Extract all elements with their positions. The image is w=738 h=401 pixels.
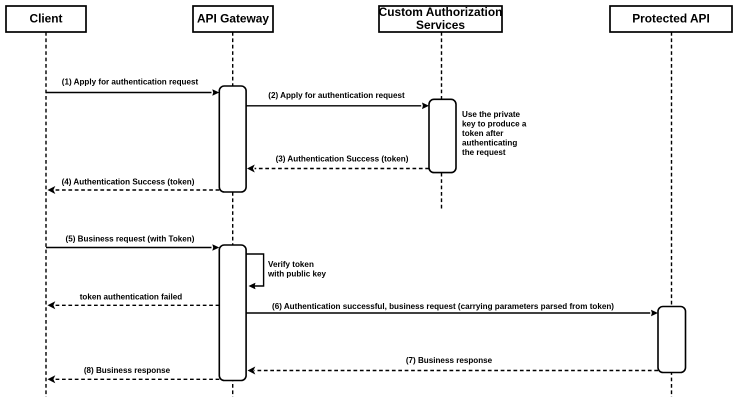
svg-text:Protected API: Protected API	[632, 11, 710, 25]
svg-text:(1) Apply for authentication r: (1) Apply for authentication request	[62, 78, 199, 87]
svg-text:token authentication failed: token authentication failed	[80, 293, 183, 302]
svg-text:the request: the request	[462, 148, 506, 157]
svg-text:(2) Apply for authentication r: (2) Apply for authentication request	[268, 91, 405, 100]
svg-text:key to produce a: key to produce a	[462, 119, 527, 128]
svg-text:Custom Authorization: Custom Authorization	[379, 5, 503, 19]
svg-text:(4) Authentication Success (to: (4) Authentication Success (token)	[62, 178, 195, 187]
svg-text:Services: Services	[416, 18, 465, 32]
svg-text:authenticating: authenticating	[462, 138, 517, 147]
svg-text:(8) Business response: (8) Business response	[84, 366, 171, 375]
svg-text:Client: Client	[29, 11, 62, 25]
svg-text:API Gateway: API Gateway	[197, 11, 269, 25]
svg-text:token after: token after	[462, 129, 504, 138]
svg-text:with public key: with public key	[267, 269, 327, 278]
svg-text:(7) Business response: (7) Business response	[406, 356, 493, 365]
svg-text:Use the private: Use the private	[462, 110, 521, 119]
svg-text:(6) Authentication successful,: (6) Authentication successful, business …	[272, 302, 614, 311]
svg-text:(5) Business request (with Tok: (5) Business request (with Token)	[66, 235, 195, 244]
svg-text:(3) Authentication Success (to: (3) Authentication Success (token)	[276, 155, 409, 164]
svg-text:Verify token: Verify token	[268, 260, 314, 269]
